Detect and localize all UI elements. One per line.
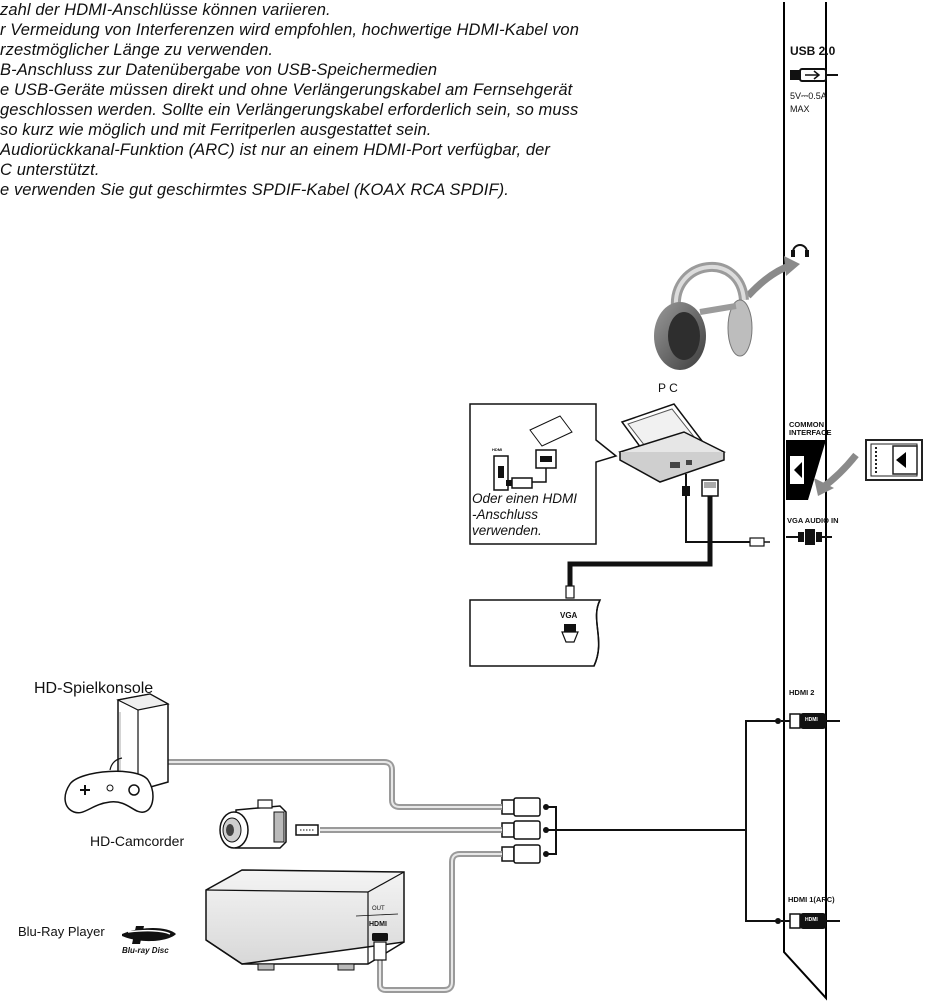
bluray-player-icon [205,869,405,971]
usb-port[interactable] [790,68,838,82]
note-line: e verwenden Sie gut geschirmtes SPDIF-Ka… [0,181,509,199]
bluray-label: Blu-Ray Player [18,924,105,939]
camcorder-label: HD-Camcorder [90,833,185,849]
instruction-notes: zahl der HDMI-Anschlüsse können variiere… [0,0,740,200]
ci-card-icon [865,439,923,481]
usb-power-rating: 5V⎓0.5A [790,91,827,102]
camcorder-icon [219,799,287,849]
ci-card-arrow [819,452,859,491]
callout-text: Oder einen HDMI -Anschluss verwenden. [472,491,577,539]
hdmi1-label: HDMI 1(ARC) [788,895,835,904]
ci-label-line1: COMMON [789,420,824,429]
callout-hdmi-label: HDMI [492,447,503,452]
ci-label-line2: INTERFACE [789,428,832,437]
dc-symbol: ⎓ [801,91,809,101]
usb-label: USB 2.0 [790,44,836,58]
usb-max-label: MAX [790,104,810,114]
hdmi1-plug-text: HDMI [805,917,818,923]
note-line: C unterstützt. [0,161,100,179]
hdmi2-plug-text: HDMI [805,717,818,723]
vga-port-label: VGA [560,611,578,620]
note-line: zahl der HDMI-Anschlüsse können variiere… [0,1,331,19]
pc-cables [565,474,770,599]
gamepad-icon [64,757,154,814]
usb-current: 0.5A [808,91,827,101]
usb-voltage: 5V [790,91,802,101]
bluray-logo-text: Blu-ray Disc [122,946,169,955]
hdmi-plug-stack [501,797,541,864]
note-line: Audiorückkanal-Funktion (ARC) ist nur an… [0,141,550,159]
common-interface-slot[interactable] [786,440,826,500]
headphones-icon [654,261,753,370]
headphone-jack-icon[interactable] [791,244,809,257]
hdmi2-label: HDMI 2 [789,688,815,697]
console-label: HD-Spielkonsole [34,680,154,697]
hdmi-wiring [546,720,778,922]
note-line: e USB-Geräte müssen direkt und ohne Verl… [0,81,573,99]
note-line: r Vermeidung von Interferenzen wird empf… [0,21,579,39]
callout-text-line: Oder einen HDMI [472,491,578,506]
player-out-label: OUT [372,906,385,912]
callout-text-line: -Anschluss [472,507,539,522]
note-line: geschlossen werden. Sollte ein Verlänger… [0,101,579,119]
vga-port-panel [469,599,602,667]
console-cable [162,759,502,810]
note-line: B-Anschluss zur Datenübergabe von USB-Sp… [0,61,438,79]
callout-bubble [469,403,618,545]
player-hdmi-label: HDMI [369,921,387,928]
bluray-logo [122,926,176,944]
laptop-icon [618,403,726,483]
note-line: rzestmöglicher Länge zu verwenden. [0,41,274,59]
vga-audio-label: VGA AUDIO IN [787,516,839,525]
vga-audio-jack[interactable] [786,529,832,545]
callout-text-line: verwenden. [472,523,542,538]
note-line: so kurz wie möglich und mit Ferritperlen… [0,121,432,139]
hdmi2-port[interactable] [775,713,840,729]
pc-label: P C [658,381,678,395]
